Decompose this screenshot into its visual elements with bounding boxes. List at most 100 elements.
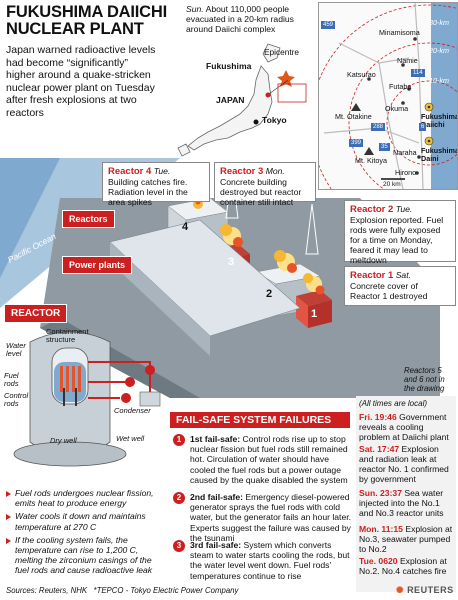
detail-map: 30-km 20-km 10-km Minamisoma Namie Katsu… <box>318 2 458 190</box>
tokyo-dot <box>253 119 259 125</box>
failsafe-head-2: 2nd fail-safe: <box>190 492 244 502</box>
explosion-3-icon <box>220 224 243 247</box>
timeline-time-3: Sun. 23:37 <box>359 488 402 498</box>
timeline-note: (All times are local) <box>359 399 428 408</box>
town-hirono: Hirono <box>395 168 417 177</box>
timeline-item-1: Fri. 19:46 Government reveals a cooling … <box>359 412 455 442</box>
timeline-item-5: Tue. 0620 Explosion at No.2. No.4 catche… <box>359 556 455 576</box>
town-namie: Namie <box>397 56 418 65</box>
wet-well-torus <box>13 441 127 467</box>
reactor-1-text: Concrete cover of Reactor 1 destroyed <box>350 281 428 301</box>
callout-reactor-4: Reactor 4 Tue. Building catches fire. Ra… <box>102 162 210 207</box>
ring-30km <box>319 4 457 189</box>
failsafe-num-3: 3 <box>173 540 185 552</box>
reactor-bullets: Fuel rods undergoes nuclear fission, emi… <box>6 488 164 579</box>
road-399: 399 <box>349 139 364 147</box>
japan-landmass <box>177 43 281 157</box>
road-288: 288 <box>371 123 386 131</box>
failsafe-text-2: Emergency diesel-powered generator spray… <box>190 492 351 543</box>
epicentre-marker <box>277 70 295 87</box>
failsafe-head-1: 1st fail-safe: <box>190 434 241 444</box>
timeline-item-2: Sat. 17:47 Explosion and radiation leak … <box>359 444 455 484</box>
label-condenser: Condenser <box>114 406 151 415</box>
reactor-number-4: 4 <box>182 221 189 233</box>
bullet-1: Fuel rods undergoes nuclear fission, emi… <box>6 488 164 508</box>
explosion-1-icon <box>303 273 325 295</box>
bullet-3: If the cooling system fails, the tempera… <box>6 535 164 576</box>
town-okuma: Okuma <box>385 104 409 113</box>
reactor-2-day: Tue. <box>395 204 413 214</box>
reactor-4-day: Tue. <box>153 166 171 176</box>
reuters-logo: ✺ REUTERS <box>396 585 454 596</box>
ring-20km-label: 20-km <box>429 46 449 55</box>
fukushima-label: Fukushima <box>206 61 252 71</box>
reactor-3-day: Mon. <box>265 166 285 176</box>
label-control-rods: Control rods <box>4 391 29 408</box>
reactor-4-text: Building catches fire. Radiation level i… <box>108 177 188 207</box>
timeline-text-1: Government reveals a cooling problem at … <box>359 412 449 442</box>
timeline-text-2: Explosion and radiation leak at reactor … <box>359 444 449 484</box>
intro-text: Japan warned radioactive levels had beco… <box>6 44 156 119</box>
control-rods-icon <box>63 388 77 406</box>
failsafe-num-1: 1 <box>173 434 185 446</box>
mt-kitoya-icon <box>364 147 374 155</box>
ring-10km-label: 10-km <box>429 76 449 85</box>
reuters-brand: REUTERS <box>407 585 454 595</box>
failsafe-head-3: 3rd fail-safe: <box>190 540 242 550</box>
road-network <box>323 3 424 189</box>
condenser-icon <box>139 391 161 407</box>
power-plants-tag: Power plants <box>62 256 133 274</box>
label-wet-well: Wet well <box>116 434 145 443</box>
daiichi-plant-icon <box>424 102 434 112</box>
reactor-number-1: 1 <box>311 308 318 320</box>
road-6: 6 <box>419 123 427 131</box>
town-naraha: Naraha <box>393 148 417 157</box>
reactor-1-day: Sat. <box>395 270 411 280</box>
callout-reactor-2: Reactor 2 Tue. Explosion reported. Fuel … <box>344 200 456 265</box>
title-line-2: NUCLEAR PLANT <box>6 20 144 38</box>
road-459: 459 <box>321 21 336 29</box>
reactor-1-name: Reactor 1 <box>350 270 394 281</box>
timeline-text-5: Explosion at No.2. No.4 catches fire <box>359 556 447 576</box>
sun-note: Sun. About 110,000 people evacuated in a… <box>186 4 316 34</box>
timeline-item-3: Sun. 23:37 Sea water injected into the N… <box>359 488 455 518</box>
reactor-2-name: Reactor 2 <box>350 204 394 215</box>
label-dry-well: Dry well <box>50 436 77 445</box>
fuel-rods-icon <box>60 366 81 392</box>
fukushima-dot <box>265 92 271 98</box>
timeline-text-3: Sea water injected into the No.1 and No.… <box>359 488 444 518</box>
steam-pipes <box>88 361 151 399</box>
failsafe-text-1: Control rods rise up to stop nuclear fis… <box>190 434 348 485</box>
failsafe-item-3: 3 3rd fail-safe: System which converts s… <box>173 540 352 581</box>
step-3-marker <box>145 365 155 375</box>
timeline-text-4: Explosion at No.3, seawater pumped to No… <box>359 524 453 554</box>
mt-otakine-icon <box>351 103 361 111</box>
timeline-time-2: Sat. 17:47 <box>359 444 400 454</box>
reactor-3-name: Reactor 3 <box>220 166 264 177</box>
mt-otakine-label: Mt. Otakine <box>335 112 372 121</box>
timeline-item-4: Mon. 11:15 Explosion at No.3, seawater p… <box>359 524 455 554</box>
label-water-level: Water level <box>6 341 26 358</box>
reactor-section-tag: REACTOR <box>4 304 68 323</box>
japan-label: JAPAN <box>216 95 245 105</box>
failsafe-heading: FAIL-SAFE SYSTEM FAILURES <box>170 412 350 428</box>
daiichi-label: Fukushima Daiichi <box>421 112 458 129</box>
reactor-2-text: Explosion reported. Fuel rods were fully… <box>350 215 444 265</box>
water-fill <box>54 362 86 402</box>
failsafe-item-1: 1 1st fail-safe: Control rods rise up to… <box>173 434 352 485</box>
daini-label: Fukushima Daini <box>421 146 458 163</box>
ring-20km <box>348 42 457 189</box>
reactors-note: Reactors 5 and 6 not in the drawing <box>404 366 445 393</box>
ring-30km-label: 30-km <box>429 18 449 27</box>
title-line-1: FUKUSHIMA DAIICHI <box>6 3 167 21</box>
reactor-number-2: 2 <box>266 288 273 300</box>
reuters-icon: ✺ <box>396 585 405 595</box>
sun-note-text: About 110,000 people evacuated in a 20-k… <box>186 4 294 34</box>
callout-reactor-1: Reactor 1 Sat. Concrete cover of Reactor… <box>344 266 456 306</box>
page-title: FUKUSHIMA DAIICHI NUCLEAR PLANT <box>6 4 167 38</box>
ring-10km <box>386 80 457 166</box>
reactor-building-1-ruin <box>296 290 332 328</box>
callout-reactor-3: Reactor 3 Mon. Concrete building destroy… <box>214 162 316 207</box>
label-fuel-rods: Fuel rods <box>4 371 19 388</box>
